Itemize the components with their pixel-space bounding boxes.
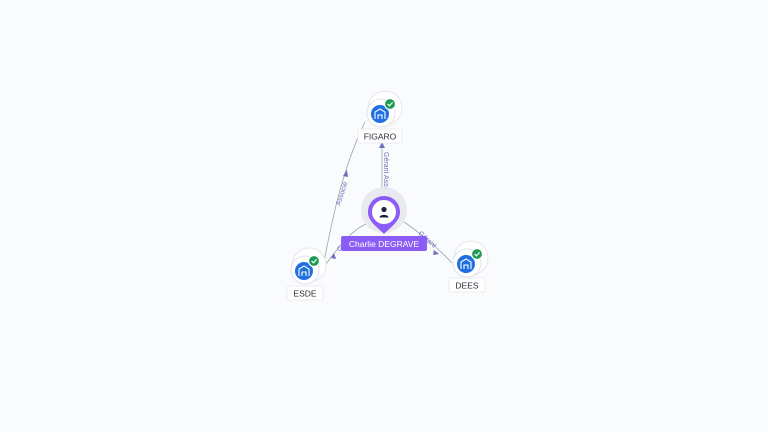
node-esde[interactable]: ESDE (286, 247, 327, 301)
edge-person-dees[interactable] (397, 217, 453, 264)
arrow-esde-figaro (343, 170, 348, 177)
node-label-person: Charlie DEGRAVE (349, 239, 420, 249)
node-label-esde: ESDE (293, 289, 316, 299)
edge-label-esde-figaro: Associé (335, 181, 349, 207)
verified-check-badge (307, 254, 321, 268)
node-dees[interactable]: DEES (448, 240, 489, 293)
check-icon (387, 101, 394, 107)
arrow-person-esde (331, 253, 336, 259)
node-label-figaro: FIGARO (364, 132, 397, 142)
building-icon (298, 265, 310, 276)
person-label-box (341, 236, 427, 251)
check-icon (474, 251, 481, 257)
arrow-person-figaro (379, 142, 385, 148)
building-icon (460, 258, 472, 269)
edge-esde-figaro[interactable] (323, 121, 366, 263)
node-label-box (357, 128, 403, 144)
node-label-dees: DEES (455, 281, 478, 291)
node-figaro[interactable]: FIGARO (357, 90, 403, 144)
check-icon (311, 258, 318, 264)
building-icon (374, 108, 386, 119)
verified-check-badge (470, 247, 484, 261)
edge-label-person-figaro: Gérant Associé (382, 152, 389, 200)
node-person[interactable]: Charlie DEGRAVE (341, 187, 427, 251)
node-label-box (286, 285, 324, 301)
verified-check-badge (383, 97, 397, 111)
arrow-person-dees (433, 250, 439, 255)
node-label-box (448, 277, 486, 293)
person-icon (379, 206, 389, 218)
